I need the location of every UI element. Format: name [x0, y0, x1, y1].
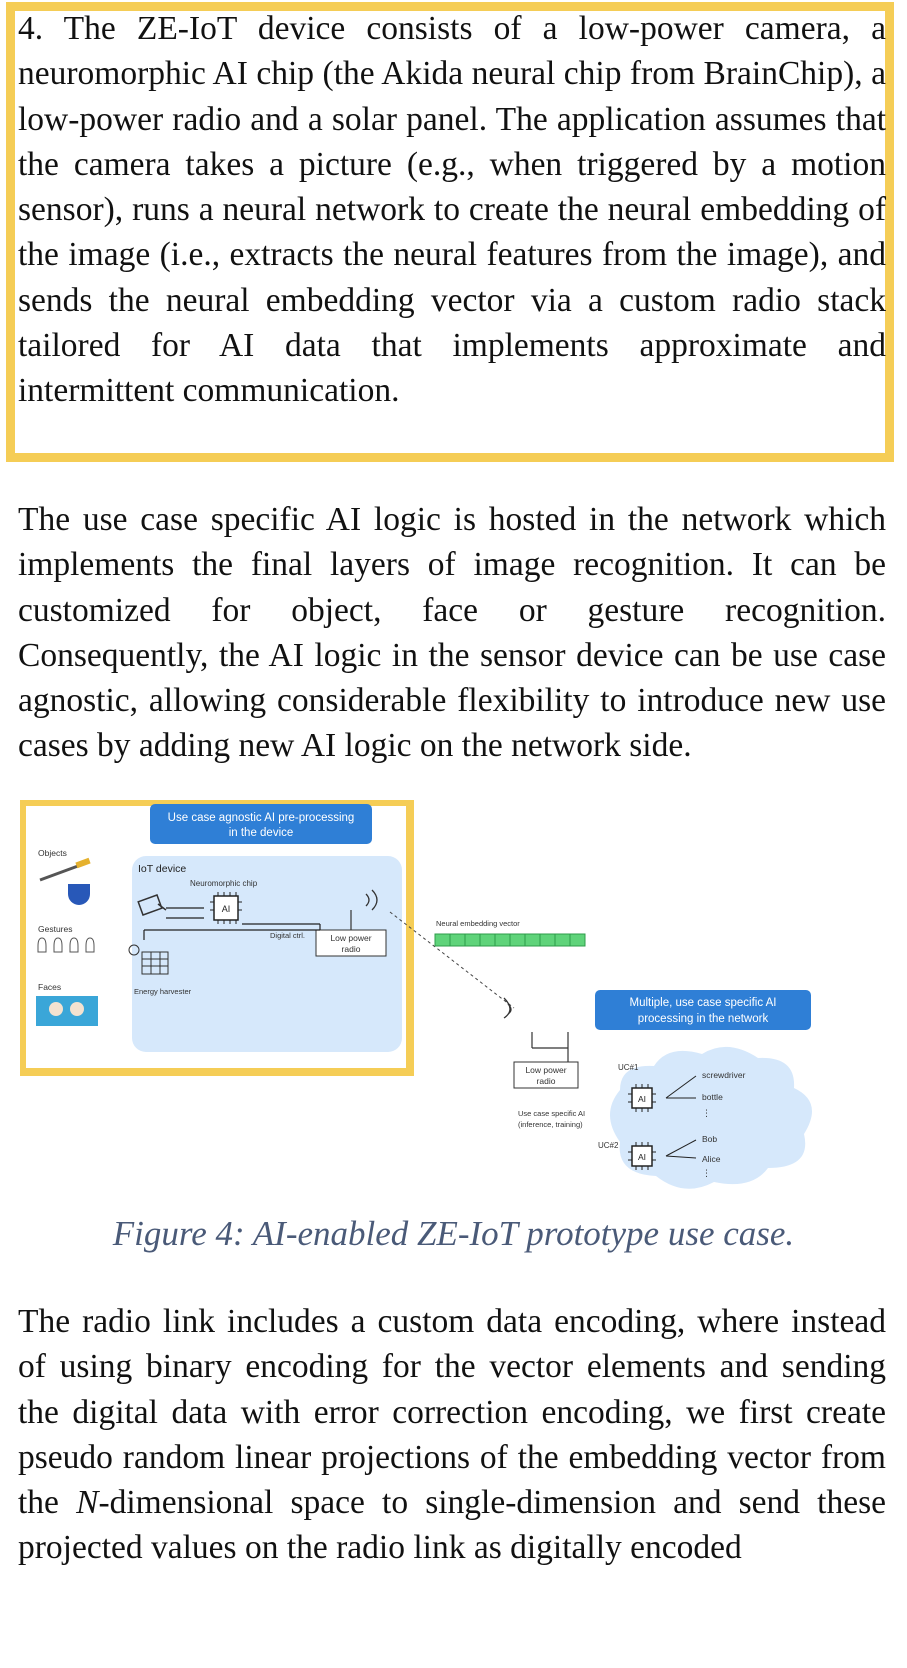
- alice-label: Alice: [702, 1154, 721, 1164]
- variable-n: N: [76, 1484, 99, 1522]
- uc2-arrow-bob: [665, 1139, 697, 1157]
- uc2-chip-pins: [628, 1142, 656, 1170]
- figure-caption: Figure 4: AI-enabled ZE-IoT prototype us…: [112, 1214, 795, 1253]
- solar-panel-icon: [128, 944, 169, 975]
- digital-ctrl-label: Digital ctrl.: [270, 931, 305, 940]
- device-radio-line1: Low power: [330, 933, 371, 943]
- banner-network-processing: [595, 990, 811, 1030]
- device-radio-line2: radio: [342, 944, 361, 954]
- network-signal-icon: [503, 997, 512, 1019]
- uc2-ellipsis: ⋮: [702, 1168, 711, 1178]
- uc-ai-line2: (inference, training): [518, 1120, 583, 1129]
- chip-ai-label: AI: [222, 904, 231, 914]
- highlight-box: [6, 2, 894, 462]
- faces-image: [36, 996, 98, 1026]
- neuromorphic-chip-icon: [213, 895, 239, 921]
- screwdriver-icon: [39, 864, 79, 882]
- figure-highlight-frame: [20, 800, 414, 1076]
- paragraph-radio-encoding-part2: -dimensional space to single-dimension a…: [18, 1484, 886, 1567]
- gestures-label: Gestures: [38, 924, 73, 934]
- network-radio-box: [513, 1061, 579, 1089]
- uc2-arrow-alice: [665, 1155, 697, 1159]
- banner-left-line2: in the device: [229, 827, 294, 839]
- network-cloud: [610, 1046, 812, 1189]
- paragraph-radio-encoding-part1: The radio link includes a custom data en…: [18, 1303, 886, 1522]
- objects-label: Objects: [38, 848, 67, 858]
- uc2-chip-ai: AI: [638, 1152, 646, 1162]
- transmission-arrow: [389, 911, 515, 1009]
- banner-right-line2: processing in the network: [638, 1013, 769, 1025]
- camera-icon: [137, 894, 167, 916]
- neuromorphic-chip-label: Neuromorphic chip: [190, 879, 258, 888]
- figure-ze-iot-diagram: Use case agnostic AI pre-processing in t…: [20, 800, 812, 1189]
- iot-device-label: IoT device: [138, 863, 186, 875]
- uc2-label: UC#2: [598, 1141, 619, 1150]
- uc-ai-line1: Use case specific AI: [518, 1109, 585, 1118]
- uc1-label: UC#1: [618, 1063, 639, 1072]
- face-icon-1: [49, 1002, 63, 1016]
- banner-right-line1: Multiple, use case specific AI: [629, 997, 776, 1009]
- face-icon-2: [70, 1002, 84, 1016]
- neural-vector-label: Neural embedding vector: [436, 919, 520, 928]
- iot-device-region: [132, 856, 402, 1052]
- screwdriver-label: screwdriver: [702, 1070, 746, 1080]
- uc1-arrow-screwdriver: [665, 1075, 697, 1099]
- neural-vector-bar: [434, 933, 586, 947]
- network-radio-line2: radio: [537, 1076, 556, 1086]
- banner-left-line1: Use case agnostic AI pre-processing: [168, 812, 355, 824]
- cup-icon: [68, 884, 90, 905]
- uc1-ellipsis: ⋮: [702, 1108, 711, 1118]
- uc1-chip-ai: AI: [638, 1094, 646, 1104]
- energy-harvester-label: Energy harvester: [134, 987, 192, 996]
- paragraph-radio-encoding: The radio link includes a custom data en…: [18, 1299, 886, 1571]
- paragraph-device: 4. The ZE-IoT device consists of a low-p…: [18, 10, 886, 410]
- uc1-chip-pins: [628, 1084, 656, 1112]
- chip-pins: [210, 892, 242, 924]
- device-signal-icon: [365, 889, 378, 911]
- network-radio-line1: Low power: [525, 1065, 566, 1075]
- bottle-label: bottle: [702, 1092, 723, 1102]
- bob-label: Bob: [702, 1134, 717, 1144]
- gesture-hands-icon: [37, 937, 95, 953]
- banner-device-processing: [150, 804, 372, 844]
- paragraph-network-logic: The use case specific AI logic is hosted…: [18, 501, 886, 765]
- device-radio-box: [315, 929, 387, 957]
- faces-label: Faces: [38, 982, 61, 992]
- screwdriver-handle-icon: [75, 857, 91, 869]
